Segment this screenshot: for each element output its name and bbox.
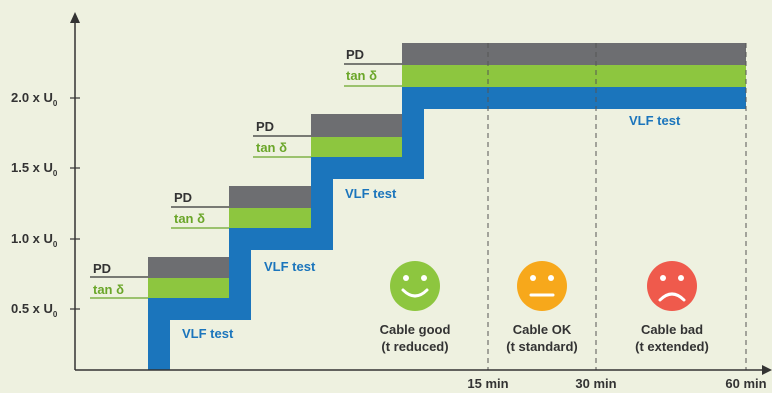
x-tick-labels: 15 min 30 min 60 min [467,376,766,391]
smiley-neutral-icon [517,261,567,311]
y-tick-1-5: 1.5 x U0 [11,160,58,178]
outcome-ok-line1: Cable OK [513,322,572,337]
tan-label-step1: tan δ [93,282,124,297]
tan-bar-step3 [311,137,402,157]
tan-label-step4: tan δ [346,68,377,83]
x-axis-arrow-icon [762,365,772,375]
outcome-good-line1: Cable good [380,322,451,337]
vlf-bar-step1-base [148,298,251,320]
tan-label-step2: tan δ [174,211,205,226]
pd-bar-step1 [148,257,229,278]
tan-bar-step2 [229,208,311,228]
tan-bar-step4 [402,65,746,87]
time-markers [487,43,747,370]
y-axis-arrow-icon [70,12,80,23]
pd-label-step4: PD [346,47,364,62]
x-tick-15min: 15 min [467,376,508,391]
vlf-label-step2: VLF test [264,259,316,274]
pd-bar-step3 [311,114,402,137]
tan-label-step3: tan δ [256,140,287,155]
vlf-bar-step4-column [402,87,424,179]
y-tick-1-0: 1.0 x U0 [11,231,58,249]
pd-bar-step2 [229,186,311,208]
step-labels: PD tan δ VLF test PD tan δ VLF test PD t… [93,47,681,341]
smiley-happy-icon [390,261,440,311]
pd-bars [148,43,746,278]
y-tick-labels: 0.5 x U0 1.0 x U0 1.5 x U0 2.0 x U0 [11,90,58,319]
vlf-bar-step2-column [229,228,251,320]
pd-label-step1: PD [93,261,111,276]
vlf-bar-step3-column [311,157,333,250]
label-underlines [90,63,402,299]
outcome-ok-line2: (t standard) [506,339,578,354]
vlf-label-step1: VLF test [182,326,234,341]
outcome-good-line2: (t reduced) [381,339,448,354]
y-tick-2-0: 2.0 x U0 [11,90,58,108]
vlf-label-step4: VLF test [629,113,681,128]
x-tick-60min: 60 min [725,376,766,391]
vlf-bar-step3-base [311,157,424,179]
vlf-bar-step4-base [402,87,746,109]
tan-bar-step1 [148,278,229,298]
pd-label-step2: PD [174,190,192,205]
vlf-blue-steps [148,87,746,370]
pd-bar-step4 [402,43,746,65]
pd-label-step3: PD [256,119,274,134]
outcome-bad-line1: Cable bad [641,322,703,337]
outcome-bad-line2: (t extended) [635,339,709,354]
vlf-label-step3: VLF test [345,186,397,201]
axes [70,12,772,375]
y-tick-0-5: 0.5 x U0 [11,301,58,319]
outcome-labels: Cable good (t reduced) Cable OK (t stand… [380,322,709,354]
vlf-bar-step2-base [229,228,333,250]
smiley-sad-icon [647,261,697,311]
x-tick-30min: 30 min [575,376,616,391]
